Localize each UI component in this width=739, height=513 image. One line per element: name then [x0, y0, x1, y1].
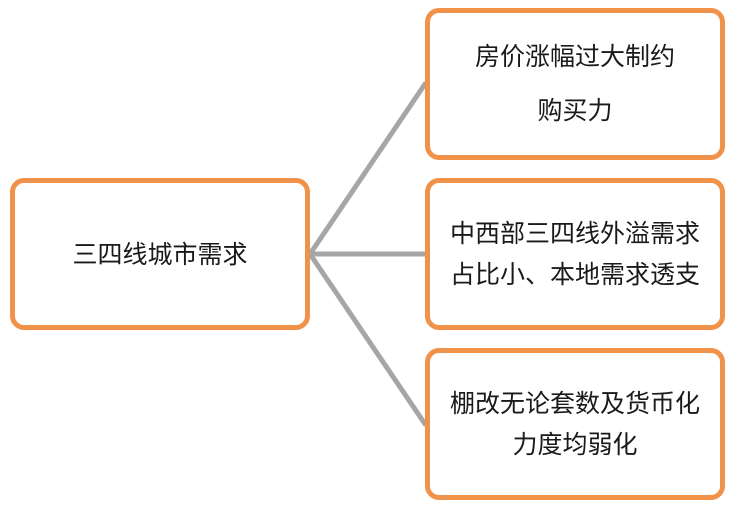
child-node-2-line-2: 占比小、本地需求透支 — [449, 260, 700, 289]
child-node-1-line-1: 房价涨幅过大制约 — [474, 42, 675, 71]
root-node-line: 三四线城市需求 — [72, 239, 248, 269]
child-node-3: 棚改无论套数及货币化 力度均弱化 — [425, 348, 725, 500]
child-node-2-line-1: 中西部三四线外溢需求 — [449, 219, 700, 248]
child-node-1-text: 房价涨幅过大制约 购买力 — [475, 30, 675, 138]
child-node-1: 房价涨幅过大制约 购买力 — [425, 8, 725, 160]
child-node-3-line-1: 棚改无论套数及货币化 — [449, 389, 700, 418]
child-node-3-text: 棚改无论套数及货币化 力度均弱化 — [450, 383, 700, 465]
connector-to-child-3 — [307, 251, 428, 427]
child-node-3-line-2: 力度均弱化 — [512, 430, 638, 459]
child-node-2-text: 中西部三四线外溢需求 占比小、本地需求透支 — [450, 213, 700, 295]
child-node-1-line-2: 购买力 — [537, 96, 613, 125]
connector-to-child-1 — [307, 81, 428, 257]
child-node-2: 中西部三四线外溢需求 占比小、本地需求透支 — [425, 178, 725, 330]
root-node: 三四线城市需求 — [10, 178, 310, 330]
root-node-text: 三四线城市需求 — [72, 234, 247, 275]
